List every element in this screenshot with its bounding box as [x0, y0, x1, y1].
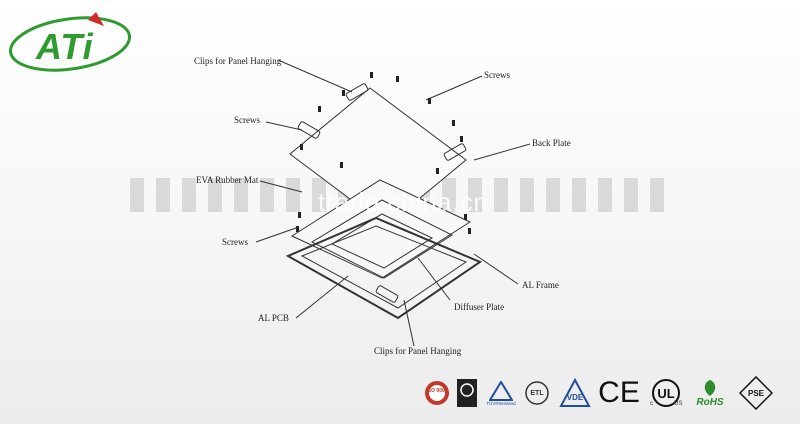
ce-icon: CE: [598, 376, 640, 409]
iso-9001-icon: ISO 9001: [422, 375, 452, 411]
label-screws-left: Screws: [234, 115, 260, 125]
label-al-frame: AL Frame: [522, 280, 559, 290]
clip-left: [297, 121, 321, 139]
al-frame: [285, 216, 483, 320]
clip-top-left: [345, 83, 369, 101]
rohs-icon: RoHS: [688, 375, 732, 411]
logo-text: ATi: [36, 26, 94, 67]
ccc-icon: [454, 375, 480, 411]
watermark-text: trade.china.cn: [318, 187, 489, 217]
ul-icon: UL c US: [648, 375, 684, 411]
label-clips-bottom: Clips for Panel Hanging: [374, 346, 462, 356]
pse-icon: PSE: [736, 375, 776, 411]
clip-bottom: [375, 285, 399, 303]
tuv-icon: TÜVRheinland: [484, 375, 518, 411]
company-logo: ATi: [8, 8, 138, 78]
eva-rubber-mat: [290, 179, 472, 279]
logo-swoosh-icon: [8, 12, 132, 72]
label-screws-bottom: Screws: [222, 237, 248, 247]
label-eva-mat: EVA Rubber Mat: [196, 175, 259, 185]
label-clips-top: Clips for Panel Hanging: [194, 56, 282, 66]
svg-text:VDE: VDE: [567, 393, 584, 402]
al-frame-inner: [300, 225, 468, 309]
clip-right: [443, 143, 467, 161]
diffuser-plate: [310, 199, 454, 279]
etl-icon: ETL: [522, 375, 552, 411]
label-diffuser-plate: Diffuser Plate: [454, 302, 505, 312]
vde-icon: VDE: [558, 375, 592, 411]
diffuser-inner: [330, 213, 434, 269]
label-al-pcb: AL PCB: [258, 313, 289, 323]
label-screws-top-right: Screws: [484, 70, 510, 80]
label-back-plate: Back Plate: [532, 138, 571, 148]
